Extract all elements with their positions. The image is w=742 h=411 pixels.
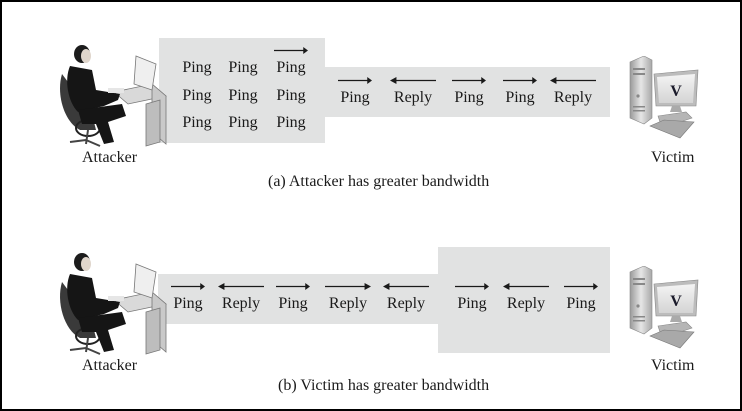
channel-packet-reply-label: Reply (506, 295, 546, 312)
arrow-right-icon (338, 77, 372, 84)
narrow-channel (325, 67, 610, 117)
arrow-right-icon (455, 283, 489, 290)
arrow-left-icon (503, 283, 549, 290)
channel-packet-ping-label: Ping (505, 89, 535, 106)
narrow-channel (158, 274, 439, 324)
arrow-right-icon (325, 283, 371, 290)
victim-label: Victim (651, 357, 695, 374)
channel-packet-reply-label: Reply (393, 89, 433, 106)
channel-packet-ping-label: Ping (173, 295, 203, 312)
channel-packet-ping-label: Ping (566, 295, 596, 312)
arrow-right-icon (274, 47, 308, 54)
victim-wide-buffer (438, 247, 610, 353)
channel-packet-ping-label: Ping (340, 89, 370, 106)
victim-computer-icon: V (624, 55, 704, 142)
victim-label: Victim (651, 149, 695, 166)
arrow-left-icon (390, 77, 436, 84)
attacker-label: Attacker (82, 149, 138, 166)
queued-packet-ping-label: Ping (228, 59, 258, 76)
attacker-icon (56, 44, 168, 148)
victim-screen-letter: V (670, 293, 682, 310)
channel-packet-reply-label: Reply (328, 295, 368, 312)
arrow-right-icon (276, 283, 310, 290)
queued-packet-ping-label: Ping (276, 59, 306, 76)
attacker-wide-buffer (159, 38, 325, 143)
arrow-right-icon (452, 77, 486, 84)
queued-packet-ping-label: Ping (276, 87, 306, 104)
attacker-label: Attacker (82, 357, 138, 374)
channel-packet-reply-label: Reply (386, 295, 426, 312)
victim-computer-icon: V (624, 265, 704, 352)
arrow-right-icon (564, 283, 598, 290)
caption-a: (a) Attacker has greater bandwidth (268, 173, 490, 190)
channel-packet-ping-label: Ping (457, 295, 487, 312)
channel-packet-ping-label: Ping (278, 295, 308, 312)
caption-b: (b) Victim has greater bandwidth (278, 377, 490, 394)
arrow-left-icon (218, 283, 264, 290)
queued-packet-ping-label: Ping (182, 87, 212, 104)
arrow-left-icon (550, 77, 596, 84)
queued-packet-ping-label: Ping (228, 114, 258, 131)
channel-packet-ping-label: Ping (454, 89, 484, 106)
arrow-right-icon (503, 77, 537, 84)
queued-packet-ping-label: Ping (182, 59, 212, 76)
channel-packet-reply-label: Reply (221, 295, 261, 312)
channel-packet-reply-label: Reply (553, 89, 593, 106)
attacker-icon (56, 252, 168, 356)
queued-packet-ping-label: Ping (228, 87, 258, 104)
arrow-left-icon (383, 283, 429, 290)
queued-packet-ping-label: Ping (276, 114, 306, 131)
queued-packet-ping-label: Ping (182, 114, 212, 131)
arrow-right-icon (171, 283, 205, 290)
victim-screen-letter: V (670, 83, 682, 100)
